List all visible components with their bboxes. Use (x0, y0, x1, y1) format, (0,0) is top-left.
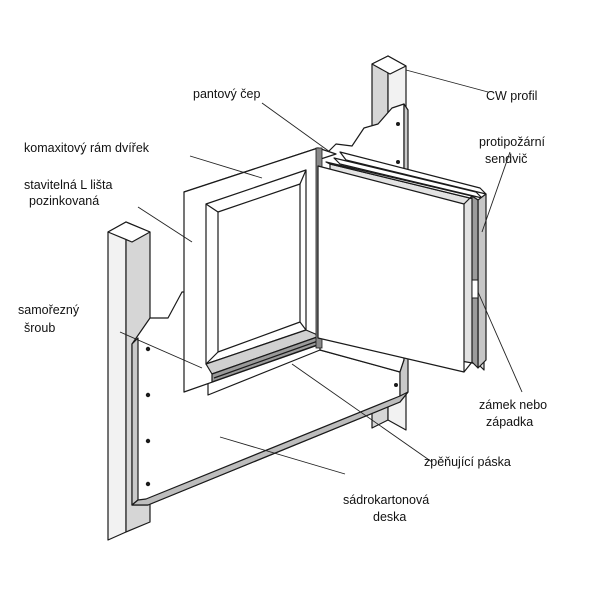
label-plasterboard-line2: deska (373, 510, 406, 524)
label-screw-line1: samořezný (18, 303, 80, 317)
label-l-strip-line2: pozinkovaná (29, 194, 99, 208)
label-fire-sandwich-line2: sendvič (485, 152, 527, 166)
label-l-strip-line1: stavitelná L lišta (24, 178, 113, 192)
label-cw-profile: CW profil (486, 89, 537, 103)
label-intumescent-strip: zpěňující páska (424, 455, 511, 469)
label-screw-line2: šroub (24, 321, 55, 335)
leader-lines (119, 69, 523, 475)
screw (145, 438, 151, 444)
door-leaf (317, 151, 487, 373)
label-plasterboard-line1: sádrokartonová (343, 493, 429, 507)
lock-latch (471, 279, 479, 299)
label-lock-line1: zámek nebo (479, 398, 547, 412)
label-lock-line2: západka (486, 415, 533, 429)
screw (145, 481, 151, 487)
screw (396, 122, 400, 126)
screw (396, 160, 400, 164)
screw (145, 392, 151, 398)
label-door-frame: komaxitový rám dvířek (24, 141, 150, 155)
label-fire-sandwich-line1: protipožární (479, 135, 546, 149)
screw (394, 383, 398, 387)
screw (145, 346, 151, 352)
label-hinge-pin: pantový čep (193, 87, 260, 101)
